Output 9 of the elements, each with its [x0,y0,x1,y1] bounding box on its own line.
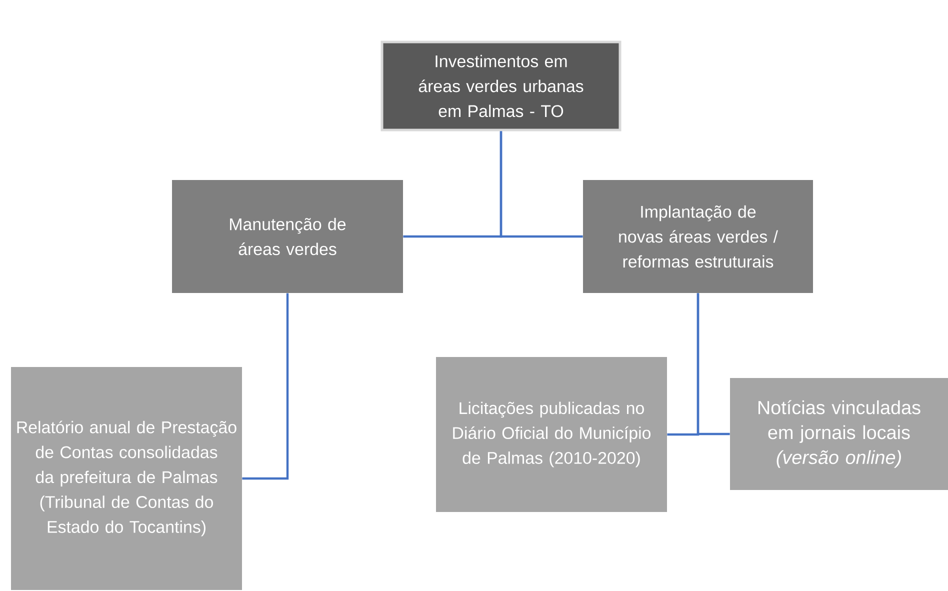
connector [242,293,289,480]
category-box: Manutenção de áreas verdes [172,180,403,293]
source-box: Notícias vinculadas em jornais locais (versão online) [730,378,948,490]
connector [696,293,730,436]
root-box: Investimentos em áreas verdes urbanas em Palmas - TO [380,40,622,132]
source-box: Relatório anual de Prestação de Contas consolidadas da prefeitura de Palmas (Tribunal de Contas do Estado do Tocantins) [11,367,242,590]
category-box: Implantação de novas áreas verdes / reformas estruturais [583,180,813,293]
source-box: Licitações publicadas no Diário Oficial do Município de Palmas (2010-2020) [436,357,667,512]
connector [500,131,583,238]
